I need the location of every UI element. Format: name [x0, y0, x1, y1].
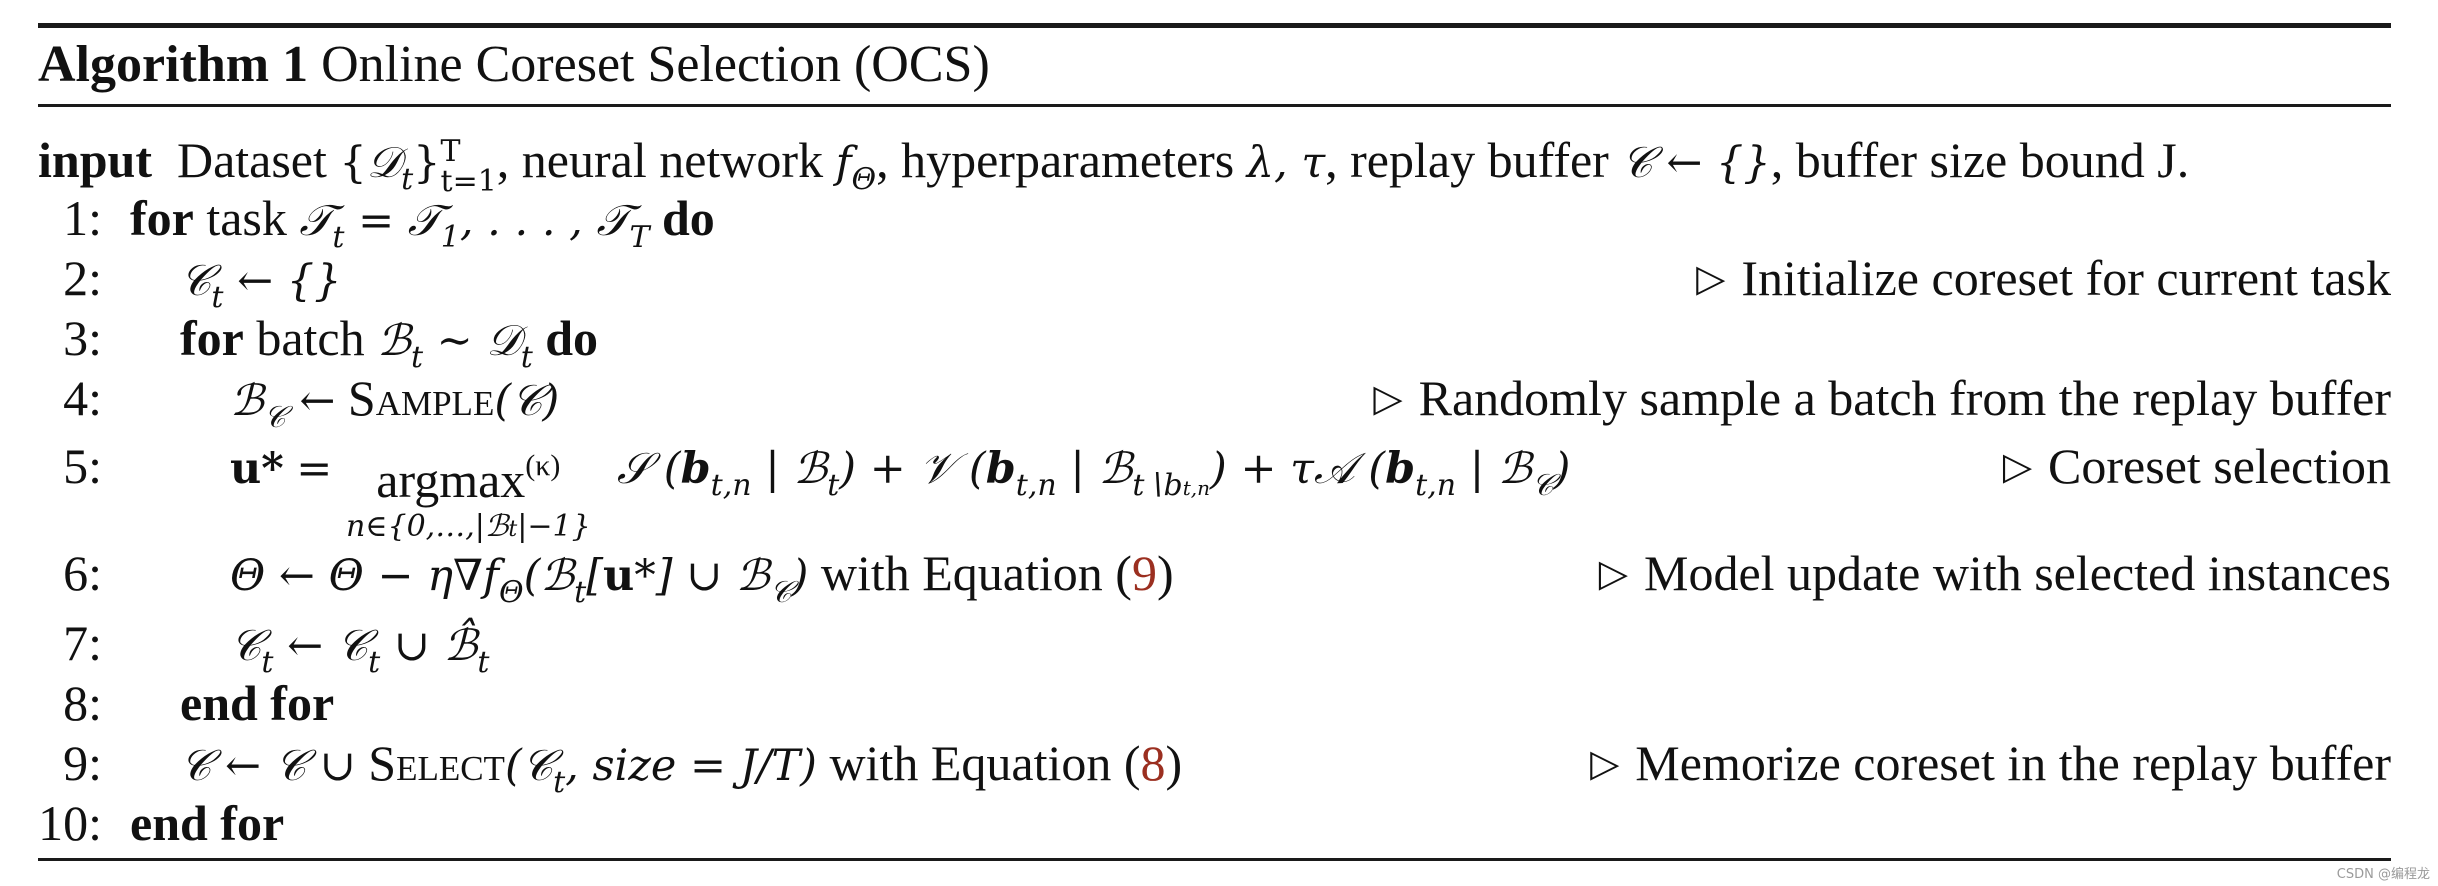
- algorithm-label: Algorithm 1: [38, 36, 309, 93]
- line-number: 5:: [63, 438, 102, 494]
- comment-triangle-icon: ▷: [2002, 446, 2033, 488]
- sample-argument: (𝒞): [494, 376, 560, 426]
- header-rule: [38, 104, 2391, 107]
- u-star-symbol: u*: [230, 444, 284, 494]
- watermark: CSDN @编程龙: [2336, 867, 2430, 882]
- comment-triangle-icon: ▷: [1590, 743, 1620, 785]
- input-keyword: input: [38, 132, 152, 188]
- comment-triangle-icon: ▷: [1696, 258, 1726, 300]
- argmax-subscript: n∈{0,…,|ℬt|−1}: [345, 509, 591, 544]
- line-number: 7:: [63, 615, 102, 671]
- for-keyword: for: [130, 190, 194, 246]
- line-text: with Equation: [820, 545, 1103, 601]
- select-arguments: (𝒞t, size = J/T): [504, 741, 817, 800]
- input-text-dataset: Dataset: [176, 132, 327, 188]
- line-number: 10:: [38, 795, 102, 851]
- equation-citation-link[interactable]: 8: [1140, 735, 1166, 791]
- algorithm-title: Algorithm 1 Online Coreset Selection (OC…: [38, 30, 990, 100]
- network-symbol: fΘ: [835, 138, 877, 197]
- line-number: 6:: [63, 545, 102, 601]
- line-comment: ▷Model update with selected instances: [1598, 545, 2391, 601]
- comment-triangle-icon: ▷: [1373, 378, 1403, 420]
- model-update-expression: Θ ← Θ − η∇fΘ(ℬt[u*] ∪ ℬ𝒞): [230, 551, 809, 610]
- hyperparameter-symbols: λ, τ: [1246, 138, 1326, 188]
- task-expression: 𝒯t = 𝒯1, . . . , 𝒯T: [299, 196, 650, 255]
- select-function: Select: [368, 735, 505, 791]
- line-number: 2:: [63, 250, 102, 306]
- line-number: 8:: [63, 675, 102, 731]
- do-keyword: do: [661, 190, 715, 246]
- line-comment: ▷Memorize coreset in the replay buffer: [1590, 735, 2391, 791]
- argmax-operator: argmax(κ) n∈{0,…,|ℬt|−1}: [346, 438, 591, 547]
- sample-expression-lhs: ℬ𝒞 ←: [230, 376, 336, 435]
- bottom-rule: [38, 858, 2391, 861]
- memorize-expression-lhs: 𝒞 ← 𝒞 ∪: [180, 741, 356, 791]
- input-text-buffer: , replay buffer: [1325, 132, 1609, 188]
- top-rule: [38, 23, 2391, 28]
- input-text-bound: , buffer size bound J.: [1770, 132, 2190, 188]
- line-text: batch: [256, 310, 365, 366]
- sample-function: Sample: [347, 370, 495, 426]
- do-keyword: do: [545, 310, 599, 366]
- input-text-hyper: , hyperparameters: [876, 132, 1235, 188]
- buffer-symbol: 𝒞 ← {}: [1621, 138, 1771, 188]
- line-number: 4:: [63, 370, 102, 426]
- line-comment: ▷Coreset selection: [2002, 438, 2391, 494]
- line-comment: ▷Initialize coreset for current task: [1696, 250, 2391, 306]
- line-text: with Equation: [829, 735, 1112, 791]
- algorithm-name: Online Coreset Selection (OCS): [321, 36, 990, 93]
- line-comment: ▷Randomly sample a batch from the replay…: [1373, 370, 2391, 426]
- line-number: 3:: [63, 310, 102, 366]
- batch-expression: ℬt ∼ 𝒟t: [377, 316, 533, 375]
- for-keyword: for: [180, 310, 244, 366]
- equals-sign: =: [296, 444, 346, 494]
- line-number: 9:: [63, 735, 102, 791]
- line-text: task: [206, 190, 287, 246]
- end-for-keyword: end for: [180, 675, 335, 731]
- equation-citation-link[interactable]: 9: [1131, 545, 1157, 601]
- init-coreset-expression: 𝒞t ← {}: [180, 256, 342, 315]
- line-number: 1:: [63, 190, 102, 246]
- coreset-union-expression: 𝒞t ← 𝒞t ∪ ℬ̂t: [230, 621, 490, 680]
- selection-objective: 𝒮 (bt,n | ℬt) + 𝒱 (bt,n | ℬt∖bt,n) + τ𝒜 …: [603, 444, 1571, 503]
- input-text-network: , neural network: [496, 132, 824, 188]
- end-for-keyword: end for: [130, 795, 285, 851]
- comment-triangle-icon: ▷: [1598, 553, 1628, 595]
